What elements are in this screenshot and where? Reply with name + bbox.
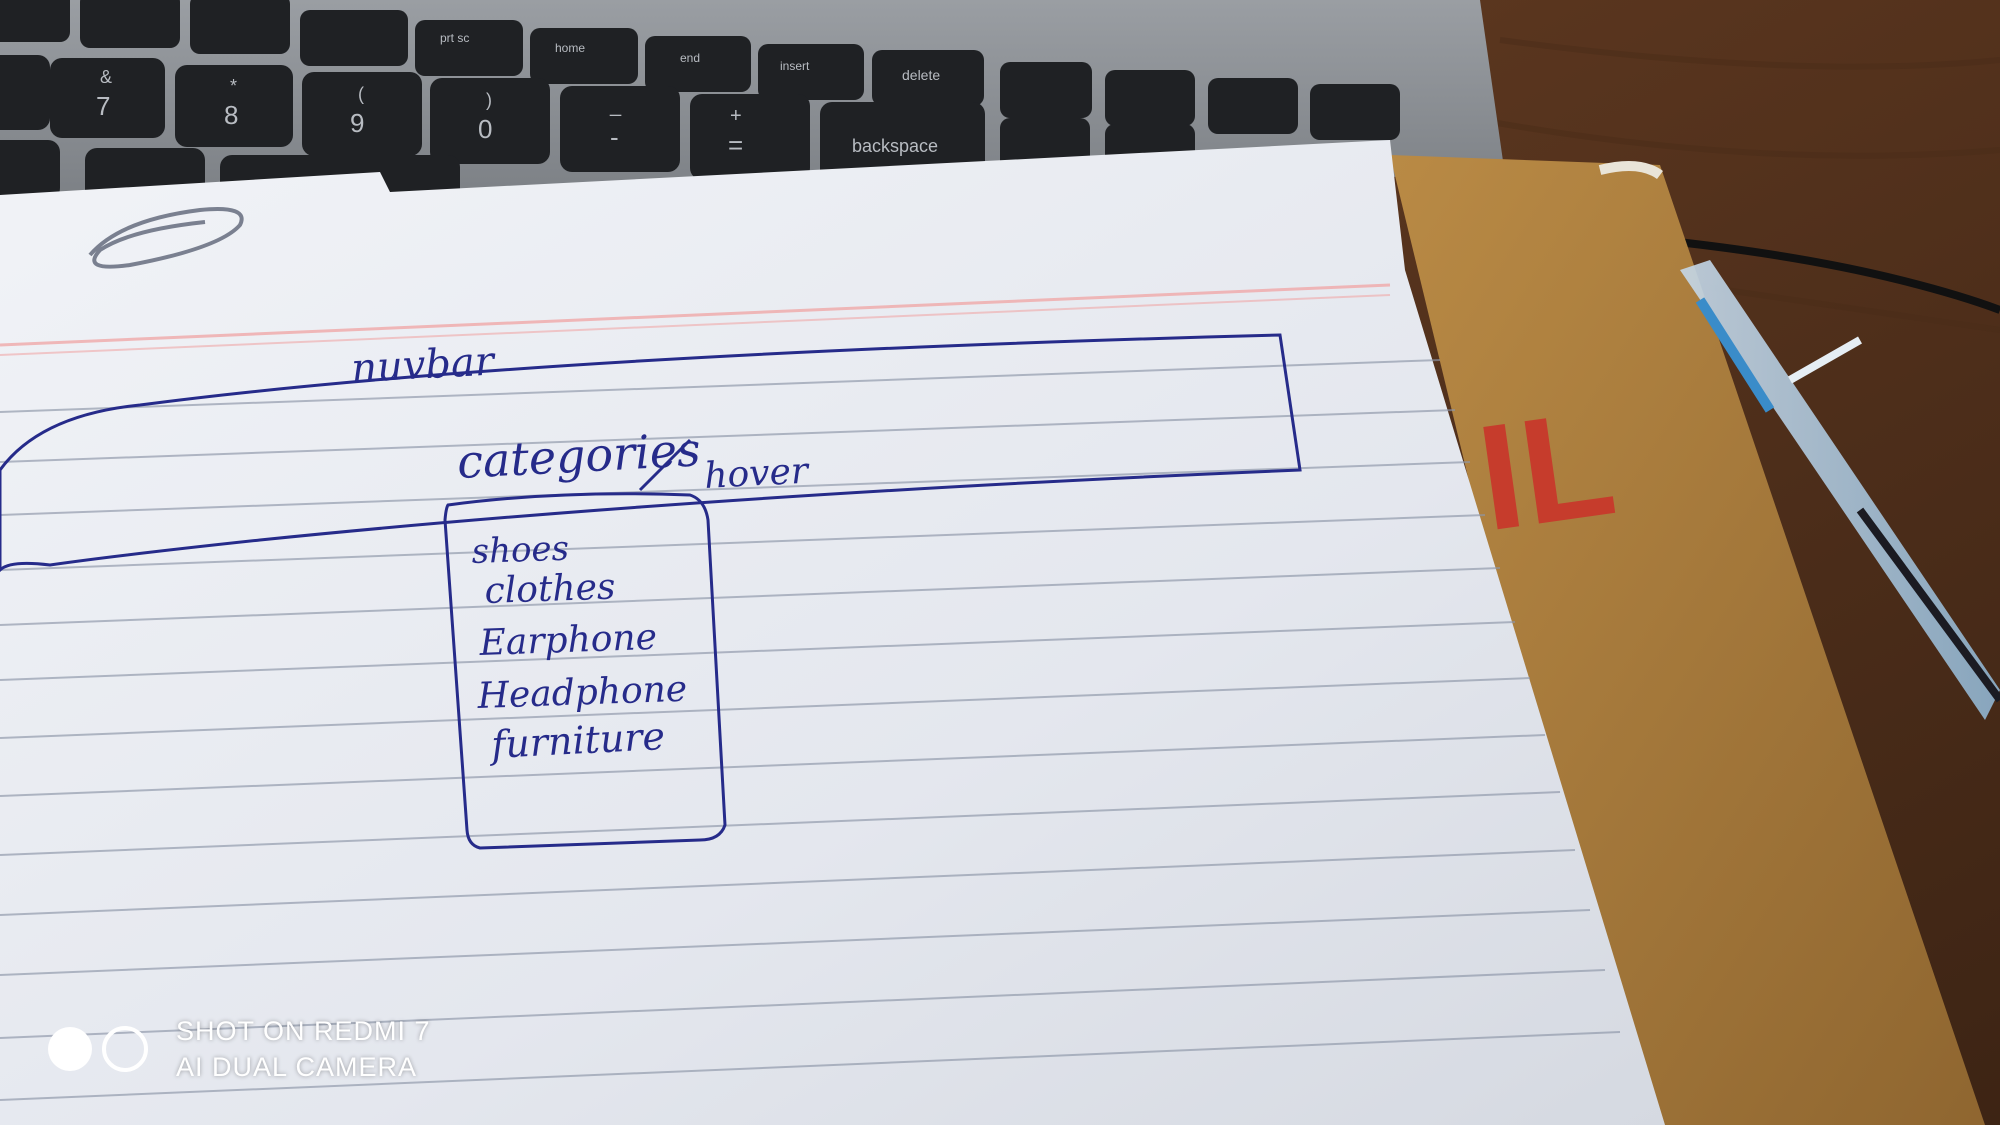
key-bottom-6: = <box>728 130 743 160</box>
key-top-2: * <box>230 76 237 96</box>
envelope <box>1390 155 1985 1125</box>
dropdown-sketch-box <box>443 492 727 850</box>
watermark-dots <box>48 1026 148 1072</box>
key-top-1: & <box>100 67 112 87</box>
watermark-text: SHOT ON REDMI 7 AI DUAL CAMERA <box>176 1013 431 1085</box>
key-bottom-4: 0 <box>478 114 492 144</box>
pen <box>1680 260 2000 720</box>
dropdown-item-earphone: Earphone <box>478 617 658 664</box>
paperclip <box>88 207 244 269</box>
watermark-line-1: SHOT ON REDMI 7 <box>176 1016 431 1046</box>
camera-watermark: SHOT ON REDMI 7 AI DUAL CAMERA <box>48 1013 431 1085</box>
key-top-4: ) <box>486 90 492 110</box>
key-bottom-3: 9 <box>350 108 364 138</box>
key-label-insert: insert <box>780 59 810 73</box>
key-label-backspace: backspace <box>852 136 938 156</box>
key-label-home: home <box>555 41 585 55</box>
categories-menu-trigger: categories <box>456 422 702 489</box>
key-label-delete: delete <box>902 67 940 83</box>
envelope-mark: IL <box>1469 377 1624 562</box>
key-top-5: _ <box>609 95 622 117</box>
watermark-line-2: AI DUAL CAMERA <box>176 1052 418 1082</box>
key-label-end: end <box>680 51 700 65</box>
key-top-3: ( <box>358 84 364 104</box>
dropdown-item-furniture: furniture <box>487 714 666 767</box>
key-bottom-1: 7 <box>96 91 110 121</box>
cable <box>1659 236 2000 314</box>
key-label-prtsc: prt sc <box>440 31 469 45</box>
dropdown-item-shoes: shoes <box>471 529 570 572</box>
key-bottom-2: 8 <box>224 100 238 130</box>
margin-line <box>0 283 1391 347</box>
navbar-sketch-box <box>0 333 1302 573</box>
key-bottom-5: - <box>610 122 619 152</box>
key-top-6: + <box>730 105 742 127</box>
notebook-paper <box>0 140 1665 1125</box>
ring-circle-icon <box>102 1026 148 1072</box>
ruled-lines <box>0 359 1621 1101</box>
dropdown-item-headphone: Headphone <box>476 669 688 717</box>
dropdown-item-clothes: clothes <box>484 566 616 612</box>
hover-note: hover <box>703 451 811 497</box>
navbar-label: nuvbar <box>350 338 498 392</box>
filled-circle-icon <box>48 1027 92 1071</box>
hover-pointer-stroke <box>638 438 692 492</box>
